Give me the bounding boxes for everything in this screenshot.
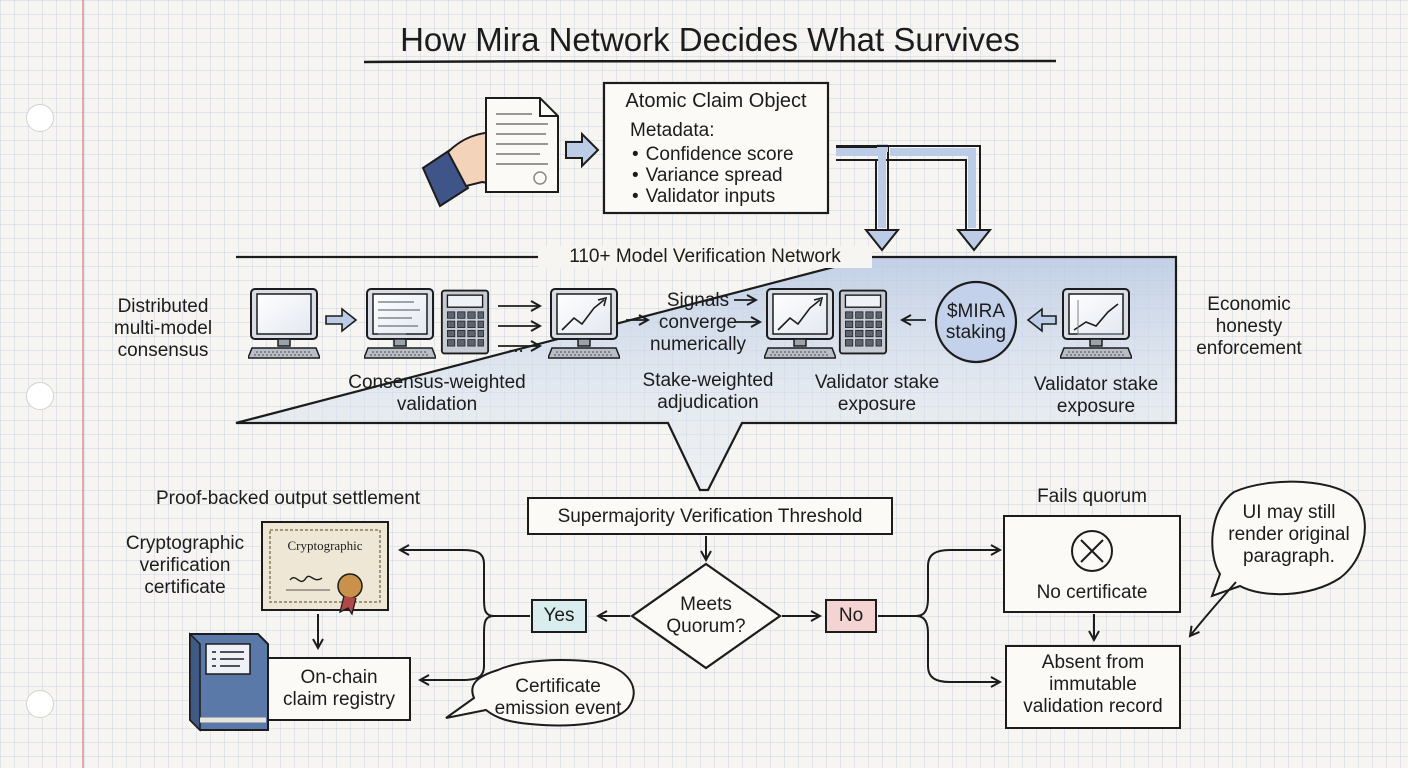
claim-metadata-label: Metadata:: [630, 120, 715, 141]
arrow-note-to-absent: [1190, 581, 1237, 636]
staking-circle: [934, 280, 1018, 364]
left-caption: Distributed multi-model consensus: [113, 296, 213, 361]
network-title: 110+ Model Verification Network: [538, 246, 872, 268]
yes-branch-lines: [400, 550, 530, 680]
monitor-icon: [364, 288, 436, 359]
binder-hole: [26, 690, 54, 718]
no-certificate-label: No certificate: [1036, 582, 1148, 603]
chart-monitor-icon: [1060, 288, 1132, 359]
emission-label: Certificate emission event: [494, 676, 622, 719]
binder-hole: [26, 104, 54, 132]
no-box: [825, 599, 877, 633]
staking-label: $MIRA staking: [945, 301, 1007, 343]
note-label: UI may still render original paragraph.: [1228, 502, 1350, 567]
list-item: Variance spread: [632, 165, 794, 186]
fails-heading: Fails quorum: [1037, 486, 1147, 507]
settlement-heading: Proof-backed output settlement: [156, 488, 421, 509]
yes-box: [531, 599, 587, 633]
right-caption: Economic honesty enforcement: [1196, 294, 1302, 359]
adjudication-label: Stake-weighted adjudication: [642, 370, 774, 413]
monitor-icon: [248, 288, 320, 359]
calculator-icon: [838, 289, 888, 355]
registry-box: [267, 657, 411, 721]
absent-record-box: [1005, 645, 1181, 729]
threshold-box: [527, 497, 893, 535]
screen-text-lines: [378, 301, 420, 335]
chart-monitor-icon: [764, 288, 836, 359]
calculator-icon: [440, 289, 490, 355]
threshold-label: Supermajority Verification Threshold: [557, 506, 863, 527]
consensus-label: Consensus-weighted validation: [348, 372, 526, 415]
document-icon: [485, 97, 559, 193]
yes-label: Yes: [543, 605, 575, 626]
page-title: How Mira Network Decides What Survives: [400, 21, 1020, 58]
claim-metadata-list: Confidence score Variance spread Validat…: [632, 144, 794, 207]
validator-label-2: Validator stake exposure: [1033, 374, 1159, 417]
no-branch-lines: [878, 550, 1094, 682]
ellipsis: ...: [508, 336, 524, 357]
certificate-caption: Cryptographic verification certificate: [125, 533, 245, 598]
arrow-hand-to-claim: [565, 131, 600, 169]
absent-label: Absent from immutable validation record: [1023, 652, 1163, 717]
book-icon: [189, 632, 269, 732]
no-label: No: [838, 605, 864, 626]
note-bubble: [1210, 480, 1366, 598]
certificate-text: Cryptographic: [287, 538, 363, 553]
binder-hole: [26, 382, 54, 410]
network-arrows: [325, 300, 1057, 346]
list-item: Confidence score: [632, 144, 794, 165]
claim-to-network-arrows: [836, 144, 993, 252]
decision-label: Meets Quorum?: [666, 594, 746, 637]
certificate-icon: [261, 521, 389, 616]
screen-charts: [561, 296, 1122, 335]
claim-title: Atomic Claim Object: [625, 90, 807, 112]
margin-line: [82, 0, 84, 768]
title-underline: [363, 59, 1057, 64]
signals-label: Signals converge numerically: [649, 290, 747, 355]
registry-label: On-chain claim registry: [283, 667, 395, 710]
validator-label-1: Validator stake exposure: [814, 372, 940, 415]
list-item: Validator inputs: [632, 186, 794, 207]
emission-bubble: [445, 659, 635, 727]
chart-monitor-icon: [548, 288, 620, 359]
circle-x-icon: [1071, 530, 1113, 572]
decision-diamond: [630, 562, 782, 670]
